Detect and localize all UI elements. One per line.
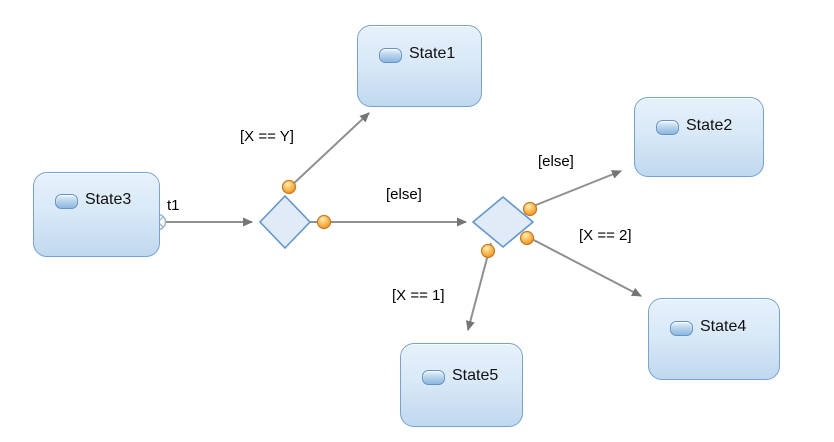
transition-line-d2-to-state4[interactable]: [527, 236, 642, 297]
state-node-state3[interactable]: State3: [33, 172, 160, 257]
transition-label-t1[interactable]: t1: [167, 197, 180, 214]
state-label: State1: [409, 45, 456, 62]
decision-node-1[interactable]: [258, 194, 312, 250]
state-label: State5: [452, 367, 499, 384]
transition-label-x-eq-y[interactable]: [X == Y]: [240, 128, 294, 145]
state-icon: [670, 320, 693, 336]
state-label: State4: [700, 318, 747, 335]
guard-badge-icon-d1-state1[interactable]: [281, 179, 297, 195]
transition-label-x-eq-1[interactable]: [X == 1]: [392, 287, 445, 304]
state-node-state4[interactable]: State4: [648, 298, 780, 380]
transition-line-d2-to-state2[interactable]: [530, 170, 622, 208]
state-icon: [379, 47, 402, 63]
state-icon: [55, 193, 78, 209]
state-label: State3: [85, 191, 132, 208]
transition-label-x-eq-2[interactable]: [X == 2]: [579, 227, 632, 244]
state-node-state1[interactable]: State1: [357, 25, 482, 107]
transition-label-else-2[interactable]: [else]: [538, 153, 574, 170]
guard-badge-icon-d1-d2[interactable]: [316, 214, 332, 230]
transition-label-else-1[interactable]: [else]: [386, 186, 422, 203]
guard-badge-icon-d2-state4[interactable]: [519, 230, 535, 246]
guard-badge-icon-d2-state5[interactable]: [480, 243, 496, 259]
transition-line-d1-to-state1[interactable]: [290, 112, 370, 187]
state-icon: [422, 369, 445, 385]
state-icon: [656, 119, 679, 135]
guard-badge-icon-d2-state2[interactable]: [522, 201, 538, 217]
state-label: State2: [686, 117, 733, 134]
state-node-state2[interactable]: State2: [634, 97, 764, 177]
state-node-state5[interactable]: State5: [400, 343, 523, 427]
decision-node-2[interactable]: [471, 195, 535, 249]
